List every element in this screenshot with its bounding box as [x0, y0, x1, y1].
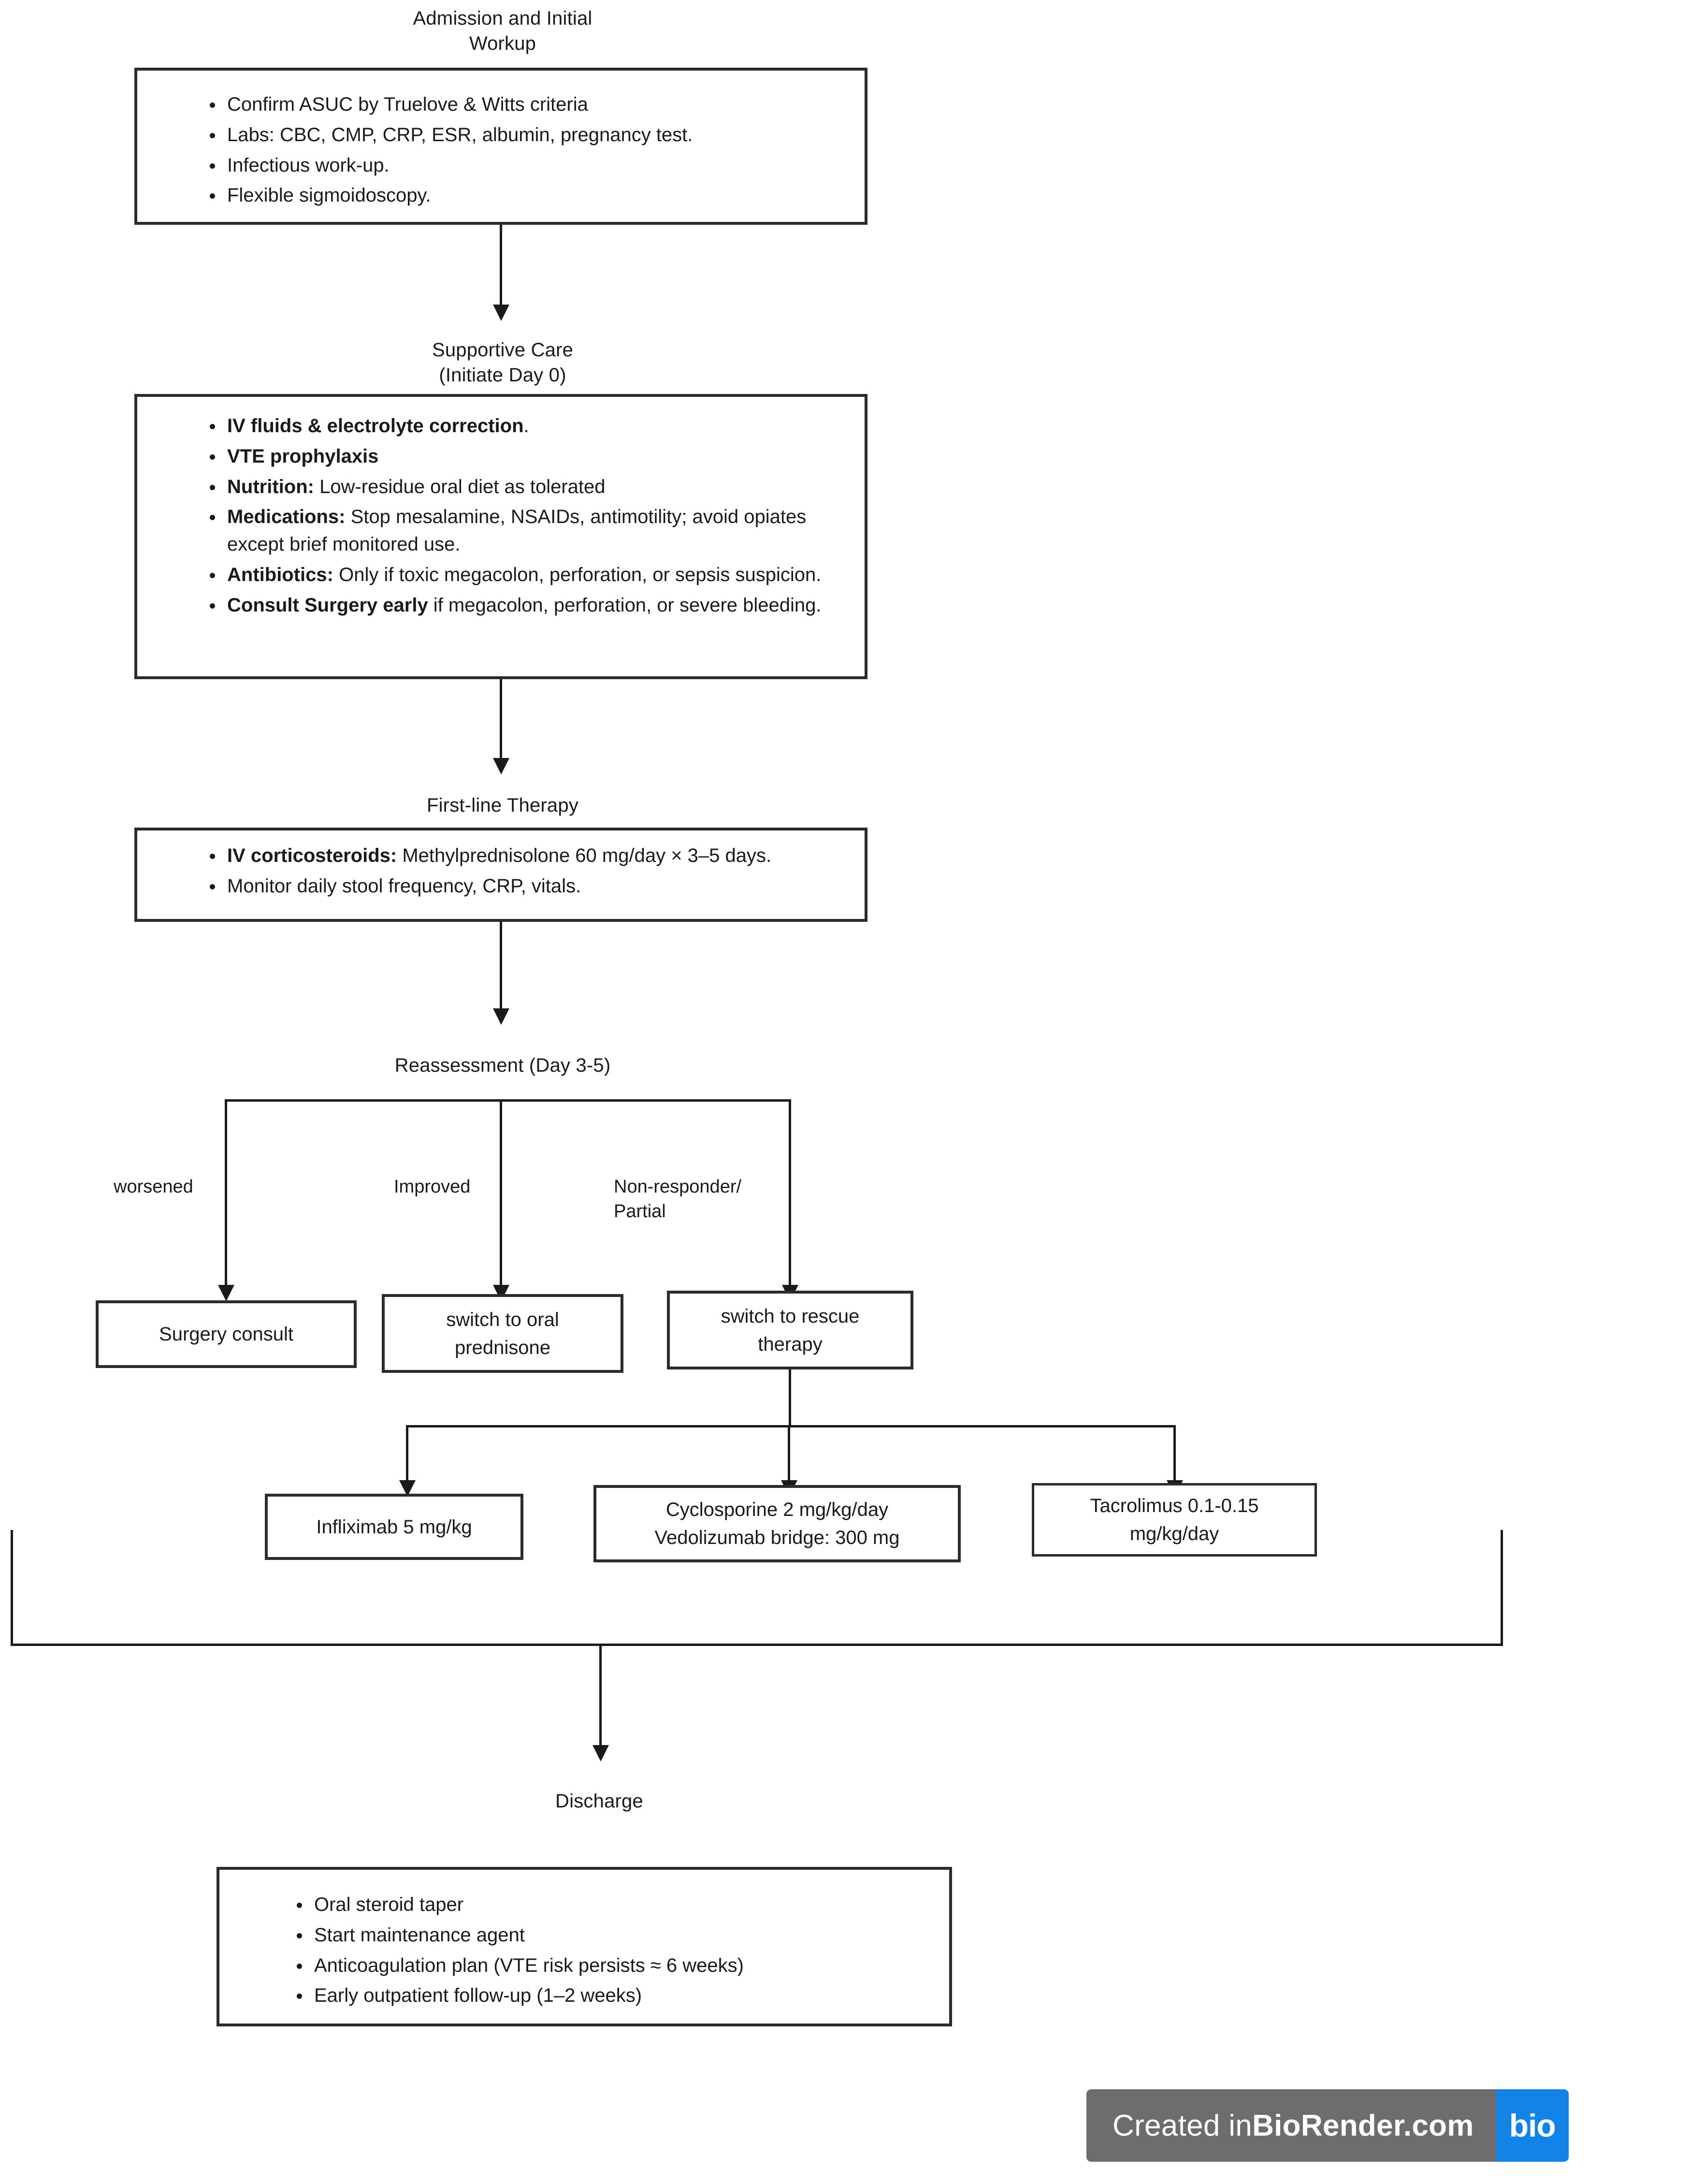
admission-bullet-list: Confirm ASUC by Truelove & Witts criteri…	[205, 91, 845, 209]
connector-merge-bracket	[11, 1644, 1503, 1646]
list-item: VTE prophylaxis	[205, 443, 841, 470]
discharge-box: Oral steroid taper Start maintenance age…	[217, 1867, 952, 2026]
connector-to-cyclosporine	[788, 1425, 790, 1483]
list-item: IV corticosteroids: Methylprednisolone 6…	[205, 842, 841, 870]
arrowhead-icon	[592, 1745, 609, 1762]
list-item: Nutrition: Low-residue oral diet as tole…	[205, 473, 841, 501]
biorender-badge-text: Created in BioRender.com	[1086, 2089, 1496, 2162]
first-line-therapy-box: IV corticosteroids: Methylprednisolone 6…	[134, 828, 867, 922]
list-item: Antibiotics: Only if toxic megacolon, pe…	[205, 561, 841, 589]
edge-label-non-responder: Non-responder/ Partial	[614, 1177, 742, 1222]
list-item: Labs: CBC, CMP, CRP, ESR, albumin, pregn…	[205, 121, 845, 149]
list-item: Start maintenance agent	[292, 1922, 930, 1949]
arrowhead-icon	[493, 758, 509, 774]
connector-merge-left-riser	[11, 1530, 13, 1646]
list-item: IV fluids & electrolyte correction.	[205, 412, 841, 440]
arrowhead-icon	[493, 305, 509, 321]
biorender-badge[interactable]: Created in BioRender.com bio	[1086, 2089, 1569, 2162]
list-item: Monitor daily stool frequency, CRP, vita…	[205, 873, 841, 900]
tacrolimus-box: Tacrolimus 0.1-0.15 mg/kg/day	[1032, 1483, 1317, 1557]
rescue-therapy-label: switch to rescue therapy	[721, 1305, 860, 1355]
first-line-bullet-list: IV corticosteroids: Methylprednisolone 6…	[205, 842, 841, 900]
oral-prednisone-box: switch to oral prednisone	[382, 1294, 623, 1373]
list-item: Oral steroid taper	[292, 1891, 930, 1919]
arrowhead-icon	[218, 1285, 234, 1301]
cyclosporine-label: Cyclosporine 2 mg/kg/day Vedolizumab bri…	[654, 1499, 900, 1548]
connector-merge-right-riser	[1501, 1530, 1503, 1646]
connector-admission-to-supportive	[500, 225, 502, 307]
edge-label-worsened: worsened	[114, 1177, 193, 1197]
list-item: Confirm ASUC by Truelove & Witts criteri…	[205, 91, 845, 118]
admission-heading: Admission and Initial Workup	[413, 8, 592, 54]
connector-firstline-to-reassessment	[500, 922, 502, 1011]
connector-branch-worsened	[225, 1099, 227, 1288]
surgery-consult-box: Surgery consult	[96, 1300, 357, 1368]
connector-agents-bracket	[406, 1425, 1175, 1427]
arrowhead-icon	[493, 1008, 509, 1025]
list-item: Early outpatient follow-up (1–2 weeks)	[292, 1982, 930, 2009]
infliximab-label: Infliximab 5 mg/kg	[316, 1516, 472, 1538]
discharge-bullet-list: Oral steroid taper Start maintenance age…	[292, 1891, 930, 2009]
list-item: Infectious work-up.	[205, 152, 845, 179]
connector-to-infliximab	[406, 1425, 408, 1483]
connector-supportive-to-firstline	[500, 679, 502, 760]
supportive-care-box: IV fluids & electrolyte correction. VTE …	[134, 394, 867, 679]
tacrolimus-label: Tacrolimus 0.1-0.15 mg/kg/day	[1090, 1495, 1259, 1544]
badge-brand: BioRender.com	[1252, 2109, 1474, 2142]
discharge-heading: Discharge	[555, 1791, 643, 1812]
admission-box: Confirm ASUC by Truelove & Witts criteri…	[134, 68, 867, 225]
connector-to-tacrolimus	[1173, 1425, 1176, 1483]
connector-branch-improved	[500, 1099, 502, 1288]
surgery-consult-label: Surgery consult	[159, 1324, 293, 1345]
list-item: Anticoagulation plan (VTE risk persists …	[292, 1952, 930, 1980]
list-item: Flexible sigmoidoscopy.	[205, 182, 845, 209]
connector-rescue-to-agents	[789, 1369, 791, 1427]
connector-branch-nonresponder	[789, 1099, 791, 1288]
biorender-logo-icon: bio	[1496, 2089, 1569, 2162]
cyclosporine-box: Cyclosporine 2 mg/kg/day Vedolizumab bri…	[593, 1485, 961, 1562]
list-item: Medications: Stop mesalamine, NSAIDs, an…	[205, 503, 841, 558]
list-item: Consult Surgery early if megacolon, perf…	[205, 592, 841, 619]
rescue-therapy-box: switch to rescue therapy	[667, 1291, 913, 1369]
supportive-care-bullet-list: IV fluids & electrolyte correction. VTE …	[205, 412, 841, 619]
connector-reassessment-bracket	[225, 1099, 791, 1102]
supportive-care-heading: Supportive Care (Initiate Day 0)	[432, 339, 574, 386]
badge-prefix: Created in	[1113, 2109, 1253, 2142]
infliximab-box: Infliximab 5 mg/kg	[265, 1494, 523, 1560]
reassessment-heading: Reassessment (Day 3-5)	[394, 1055, 611, 1076]
oral-prednisone-label: switch to oral prednisone	[446, 1309, 559, 1358]
first-line-therapy-heading: First-line Therapy	[426, 795, 579, 816]
connector-merge-to-discharge	[599, 1644, 602, 1748]
edge-label-improved: Improved	[394, 1177, 471, 1197]
